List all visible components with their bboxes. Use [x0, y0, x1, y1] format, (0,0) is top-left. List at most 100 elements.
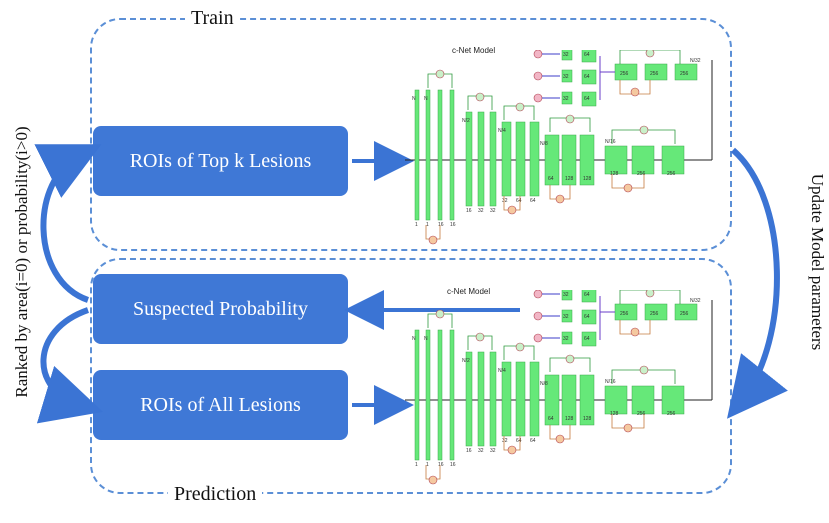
encoder-layer: [414, 329, 420, 461]
scale-label: N/8: [540, 141, 548, 147]
channel-label: 64: [584, 74, 590, 80]
channel-label: 128: [583, 176, 592, 182]
channel-label: 32: [563, 96, 569, 102]
channel-label: 256: [680, 311, 689, 317]
add-node: [555, 194, 565, 204]
add-node: [645, 290, 655, 298]
scale-label: N: [424, 336, 428, 342]
channel-label: 256: [620, 71, 629, 77]
encoder-layer: [449, 329, 455, 461]
add-node: [639, 365, 649, 375]
branch-layer: [561, 50, 573, 61]
add-node: [565, 354, 575, 364]
input-node: [533, 333, 543, 343]
add-node: [507, 445, 517, 455]
add-node: [435, 69, 445, 79]
scale-label: N/32: [690, 298, 701, 304]
branch-layer: [581, 50, 597, 63]
scale-label: N: [424, 96, 428, 102]
encoder-layer: [477, 351, 485, 447]
add-node: [639, 125, 649, 135]
branch-layer: [561, 91, 573, 105]
top-layer: [674, 303, 698, 321]
branch-layer: [561, 309, 573, 323]
add-node: [565, 114, 575, 124]
encoder-layer: [579, 374, 595, 426]
add-node: [428, 235, 438, 245]
encoder-layer: [515, 361, 526, 437]
channel-label: 16: [438, 222, 444, 228]
channel-label: 32: [563, 314, 569, 320]
top-layer: [644, 303, 668, 321]
branch-layer: [561, 331, 573, 345]
channel-label: 128: [610, 171, 619, 177]
encoder-layer: [449, 89, 455, 221]
encoder-layer: [631, 385, 655, 415]
channel-label: 32: [563, 74, 569, 80]
encoder-layer: [544, 374, 560, 426]
add-node: [630, 87, 640, 97]
channel-label: 256: [637, 411, 646, 417]
encoder-layer: [465, 351, 473, 447]
encoder-layer: [561, 374, 577, 426]
channel-label: 128: [583, 416, 592, 422]
right-curve-arrow: [727, 147, 788, 419]
encoder-layer: [501, 121, 512, 197]
encoder-layer: [437, 89, 443, 221]
channel-label: 1: [415, 222, 418, 228]
channel-label: 64: [548, 416, 554, 422]
encoder-layer: [515, 121, 526, 197]
channel-label: 256: [620, 311, 629, 317]
skip-connection: [619, 290, 681, 304]
encoder-layer: [631, 145, 655, 175]
encoder-layer: [414, 89, 420, 221]
channel-label: 32: [502, 438, 508, 444]
scale-label: N/16: [605, 139, 616, 145]
channel-label: 64: [584, 314, 590, 320]
encoder-layer: [604, 385, 628, 415]
encoder-layer: [437, 329, 443, 461]
branch-layer: [561, 69, 573, 83]
rois-all-lesions-box: ROIs of All Lesions: [93, 370, 348, 440]
scale-label: N/4: [498, 128, 506, 134]
rois-top-k-box: ROIs of Top k Lesions: [93, 126, 348, 196]
channel-label: 64: [584, 292, 590, 298]
channel-label: 128: [565, 416, 574, 422]
add-node: [515, 342, 525, 352]
channel-label: 32: [490, 208, 496, 214]
channel-label: 32: [563, 292, 569, 298]
encoder-layer: [425, 89, 431, 221]
encoder-layer: [529, 361, 540, 437]
encoder-layer: [661, 385, 685, 415]
encoder-layer: [661, 145, 685, 175]
encoder-layer: [465, 111, 473, 207]
channel-label: 64: [548, 176, 554, 182]
channel-label: 256: [667, 171, 676, 177]
prediction-panel-title: Prediction: [168, 483, 263, 506]
add-node: [475, 92, 485, 102]
suspected-probability-box: Suspected Probability: [93, 274, 348, 344]
scale-label: N/32: [690, 58, 701, 64]
encoder-layer: [529, 121, 540, 197]
scale-label: N/8: [540, 381, 548, 387]
channel-label: 128: [565, 176, 574, 182]
channel-label: 32: [563, 336, 569, 342]
add-node: [555, 434, 565, 444]
add-node: [515, 102, 525, 112]
branch-layer: [581, 91, 597, 107]
scale-label: N: [412, 96, 416, 102]
add-node: [623, 183, 633, 193]
add-node: [623, 423, 633, 433]
branch-layer: [581, 331, 597, 347]
scale-label: N/4: [498, 368, 506, 374]
channel-label: 128: [610, 411, 619, 417]
encoder-layer: [501, 361, 512, 437]
add-node: [630, 327, 640, 337]
channel-label: 256: [650, 311, 659, 317]
encoder-layer: [477, 111, 485, 207]
input-node: [533, 50, 543, 59]
scale-label: N/2: [462, 358, 470, 364]
